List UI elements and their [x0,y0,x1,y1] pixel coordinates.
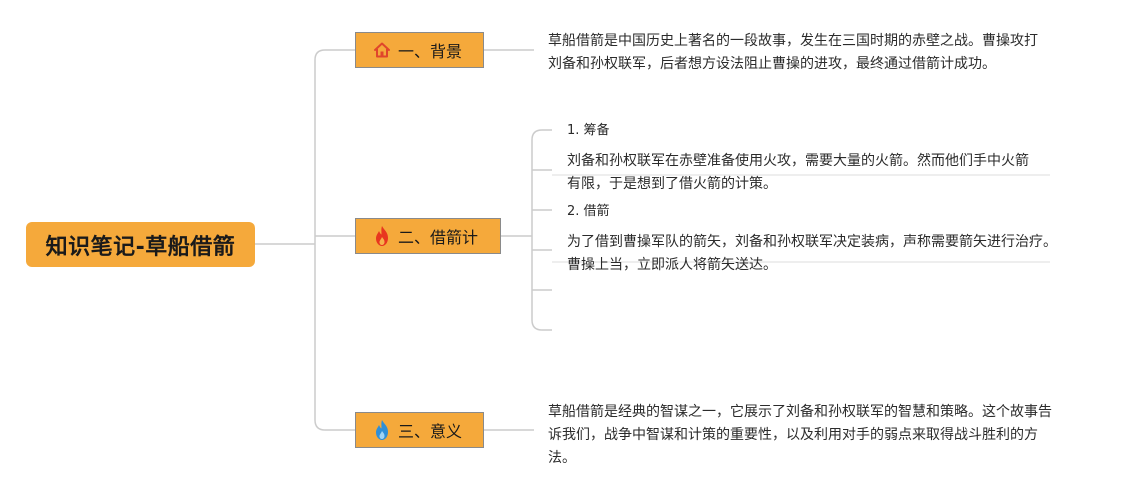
root-title: 知识笔记-草船借箭 [45,234,236,260]
fire-blue-icon [372,419,392,441]
item-title-prepare: 1. 筹备 [567,123,610,138]
background-text: 草船借箭是中国历史上著名的一段故事，发生在三国时期的赤壁之战。曹操攻打刘备和孙权… [548,33,1038,72]
house-icon [372,39,392,61]
significance-text: 草船借箭是经典的智谋之一，它展示了刘备和孙权联军的智慧和策略。这个故事告诉我们，… [548,404,1052,466]
item-text-borrow: 为了借到曹操军队的箭矢，刘备和孙权联军决定装病，声称需要箭矢进行治疗。曹操上当，… [567,234,1057,273]
branch-background[interactable]: 一、背景 [355,32,484,68]
branch-label: 二、借箭计 [398,228,479,247]
fire-red-icon [372,225,392,247]
root-node[interactable]: 知识笔记-草船借箭 [26,222,255,267]
branch-label: 一、背景 [398,42,463,61]
item-title-borrow: 2. 借箭 [567,204,610,219]
branch-label: 三、意义 [398,422,463,441]
branch-strategy[interactable]: 二、借箭计 [355,218,501,254]
branch-significance[interactable]: 三、意义 [355,412,484,448]
item-text-prepare: 刘备和孙权联军在赤壁准备使用火攻，需要大量的火箭。然而他们手中火箭有限，于是想到… [567,153,1029,192]
